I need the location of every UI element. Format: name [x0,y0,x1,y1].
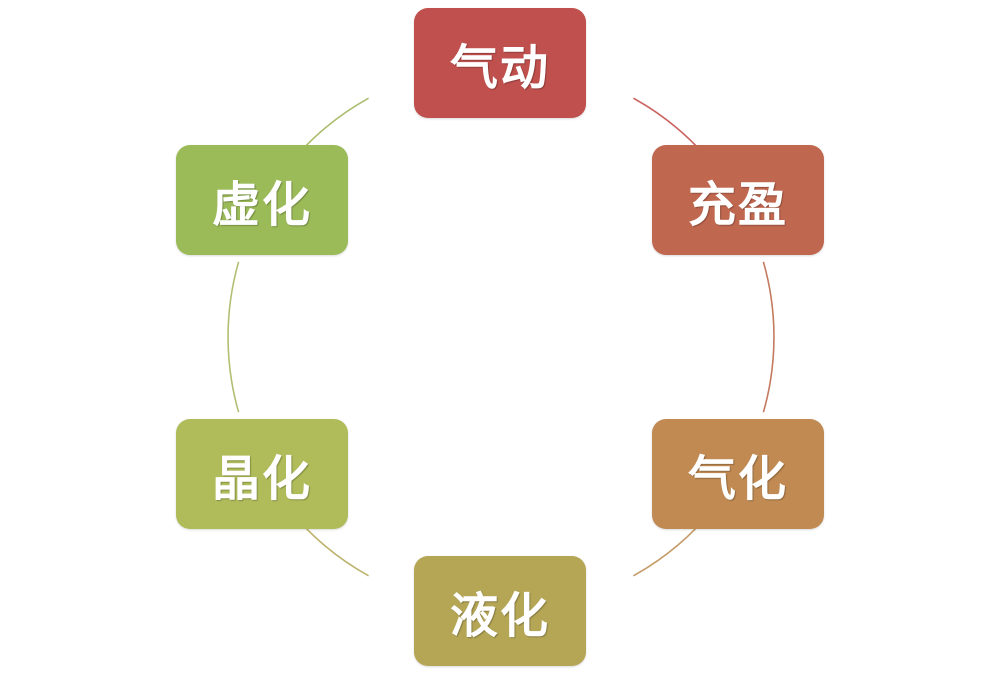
cycle-node-xuhua: 虚化 [176,145,348,255]
cycle-node-label: 虚化 [211,177,312,233]
cycle-node-qihua: 气化 [652,419,824,529]
cycle-arc-jinghua-to-xuhua [227,261,240,413]
cycle-node-jinghua: 晶化 [176,419,348,529]
cycle-node-label: 晶化 [211,451,312,507]
cycle-node-yehua: 液化 [414,556,586,666]
cycle-node-qidong: 气动 [414,8,586,118]
cycle-node-label: 气化 [687,451,788,507]
cycle-node-chongying: 充盈 [652,145,824,255]
cycle-node-label: 充盈 [687,177,788,233]
cycle-arc-chongying-to-qihua [762,261,775,413]
cycle-node-label: 液化 [449,588,550,644]
cycle-node-label: 气动 [449,40,550,96]
